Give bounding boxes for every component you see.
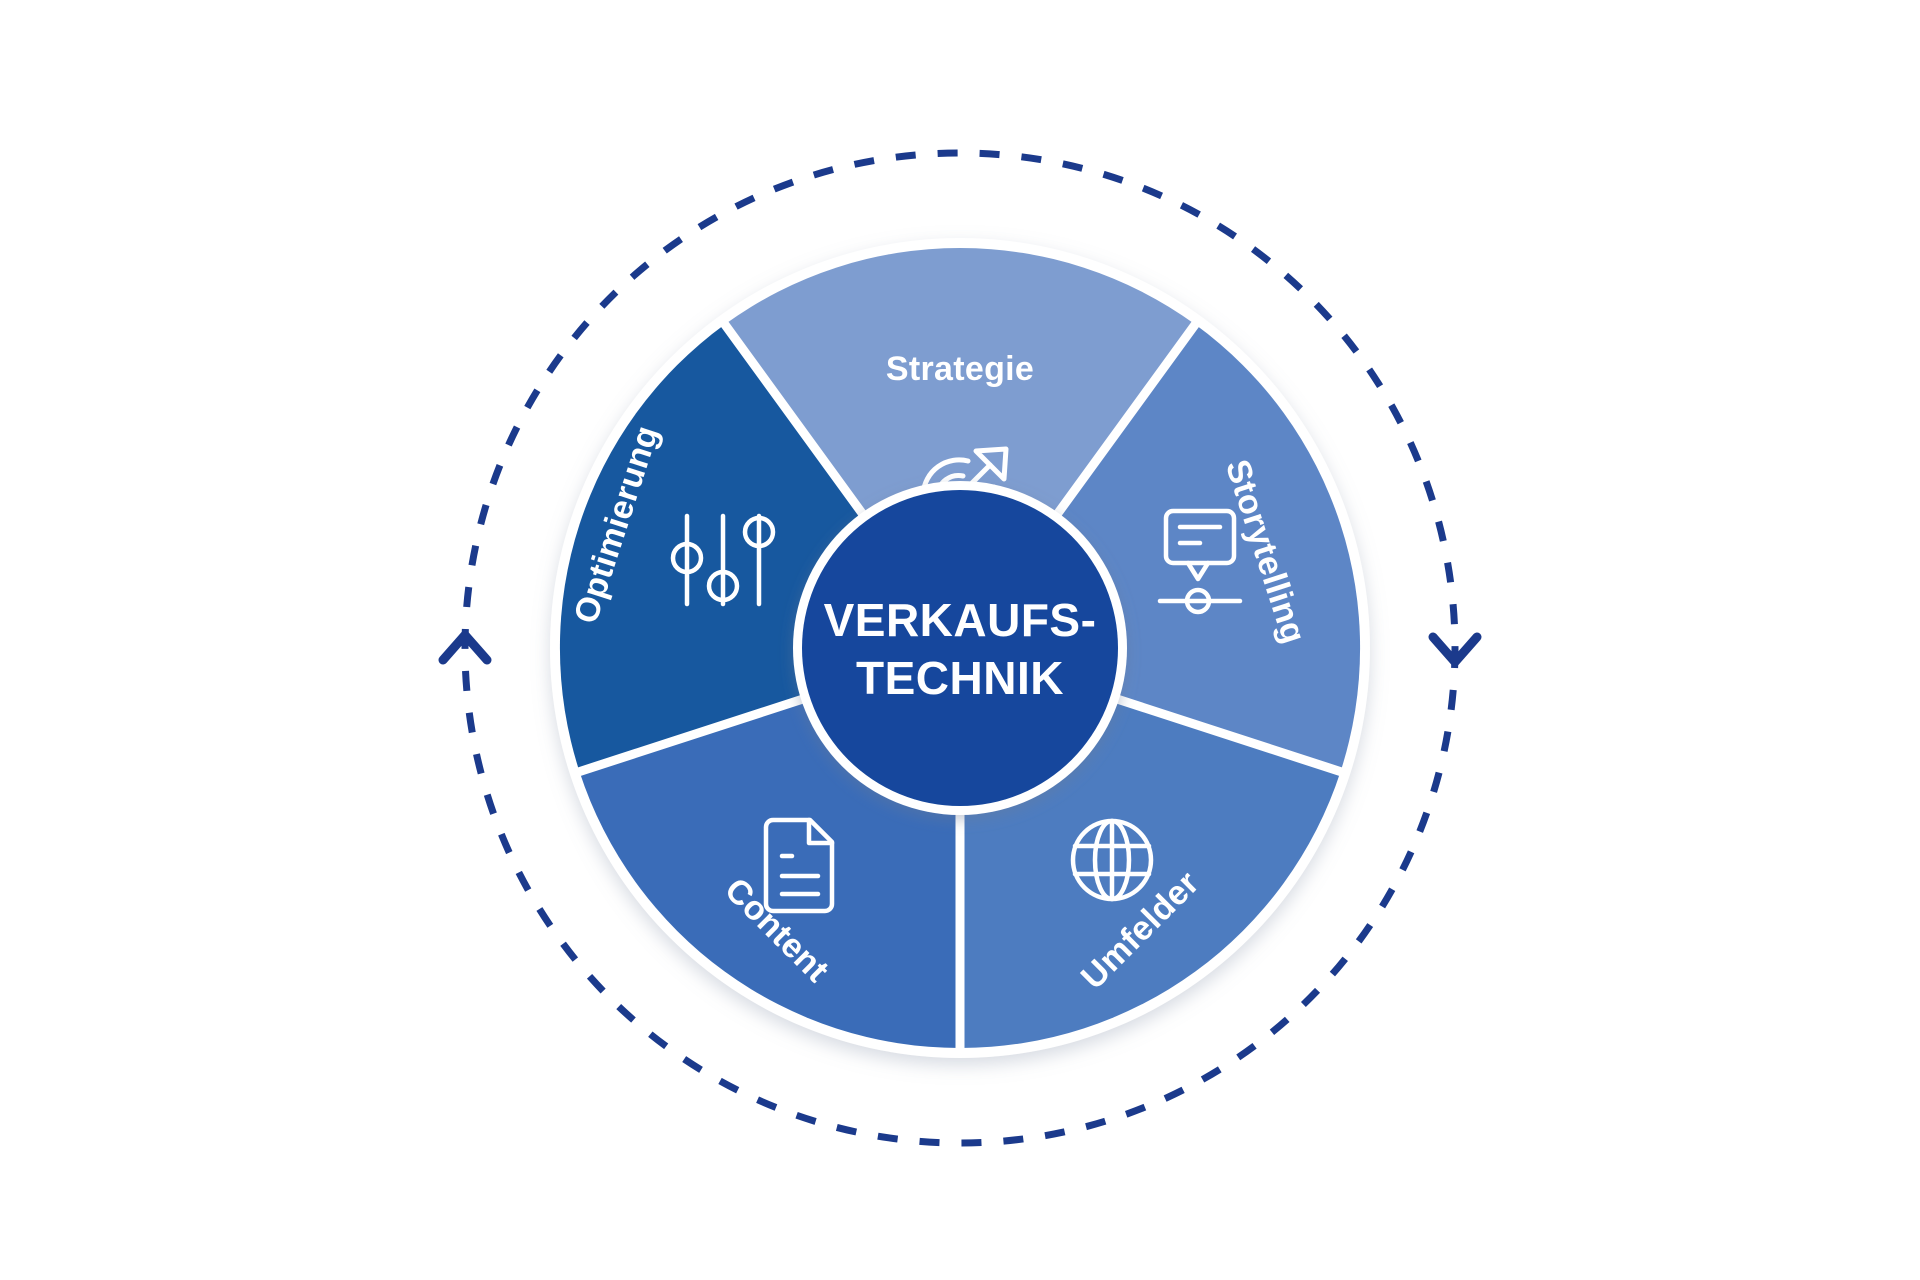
sliders-icon [670,513,776,607]
dashed-circle-path [461,149,1459,1147]
document-lines-icon [763,817,835,914]
segment-strategie-wedge[interactable] [724,248,1196,648]
chevron-up-icon [438,630,492,665]
segment-strategie-label: Strategie [886,350,1034,388]
center-hub-fill[interactable] [802,490,1118,806]
center-title-line1: VERKAUFS- [824,594,1097,646]
speech-bubble-slider-icon [1157,508,1243,615]
outer-dashed-cycle-ring [438,149,1482,1147]
chevron-down-icon [1428,632,1482,667]
center-hub[interactable] [793,481,1127,815]
center-title-line2: TECHNIK [856,652,1064,704]
globe-icon [1070,818,1154,902]
